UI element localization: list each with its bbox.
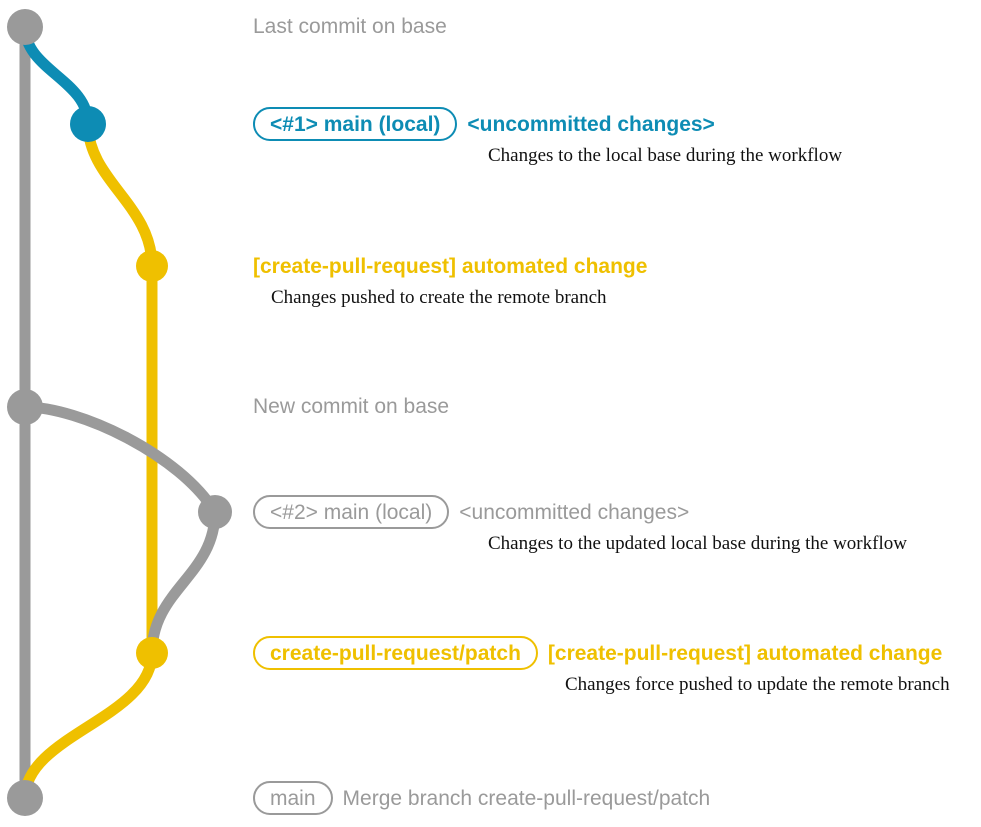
commit-head: [create-pull-request] automated change xyxy=(253,249,981,283)
commit-head: New commit on base xyxy=(253,390,981,424)
commit-note: Changes force pushed to update the remot… xyxy=(565,674,950,695)
commit-subject: <uncommitted changes> xyxy=(459,500,690,524)
commit-subject: Merge branch create-pull-request/patch xyxy=(342,786,711,810)
branch-pill-main-local-1[interactable]: <#1> main (local) xyxy=(253,107,458,141)
commit-head: <#1> main (local) <uncommitted changes> xyxy=(253,107,981,141)
commit-head: create-pull-request/patch [create-pull-r… xyxy=(253,636,981,670)
branch-pill-create-pull-request-patch[interactable]: create-pull-request/patch xyxy=(253,636,538,670)
commit-row-base-new: New commit on base xyxy=(253,390,981,424)
commit-row-patch-1: [create-pull-request] automated change C… xyxy=(253,249,981,309)
commit-note: Changes to the local base during the wor… xyxy=(488,145,843,166)
commit-head: <#2> main (local) <uncommitted changes> xyxy=(253,495,981,529)
commit-subject: Last commit on base xyxy=(253,15,447,38)
commit-subject: [create-pull-request] automated change xyxy=(253,254,648,278)
commit-row-base-top: Last commit on base xyxy=(253,10,981,44)
branch-pill-main-local-2[interactable]: <#2> main (local) xyxy=(253,495,450,529)
commit-note: Changes to the updated local base during… xyxy=(488,533,907,554)
commit-head: Last commit on base xyxy=(253,10,981,44)
commit-subject: [create-pull-request] automated change xyxy=(547,641,943,665)
commit-subject: <uncommitted changes> xyxy=(467,112,715,136)
commit-row-local-2: <#2> main (local) <uncommitted changes> … xyxy=(253,495,981,555)
commit-head: main Merge branch create-pull-request/pa… xyxy=(253,781,981,815)
branch-pill-main[interactable]: main xyxy=(253,781,333,815)
commit-subject: New commit on base xyxy=(253,395,450,418)
commit-row-local-1: <#1> main (local) <uncommitted changes> … xyxy=(253,107,981,167)
commit-row-base-merge: main Merge branch create-pull-request/pa… xyxy=(253,781,981,815)
commit-row-patch-2: create-pull-request/patch [create-pull-r… xyxy=(253,636,981,696)
commit-note: Changes pushed to create the remote bran… xyxy=(271,287,607,308)
